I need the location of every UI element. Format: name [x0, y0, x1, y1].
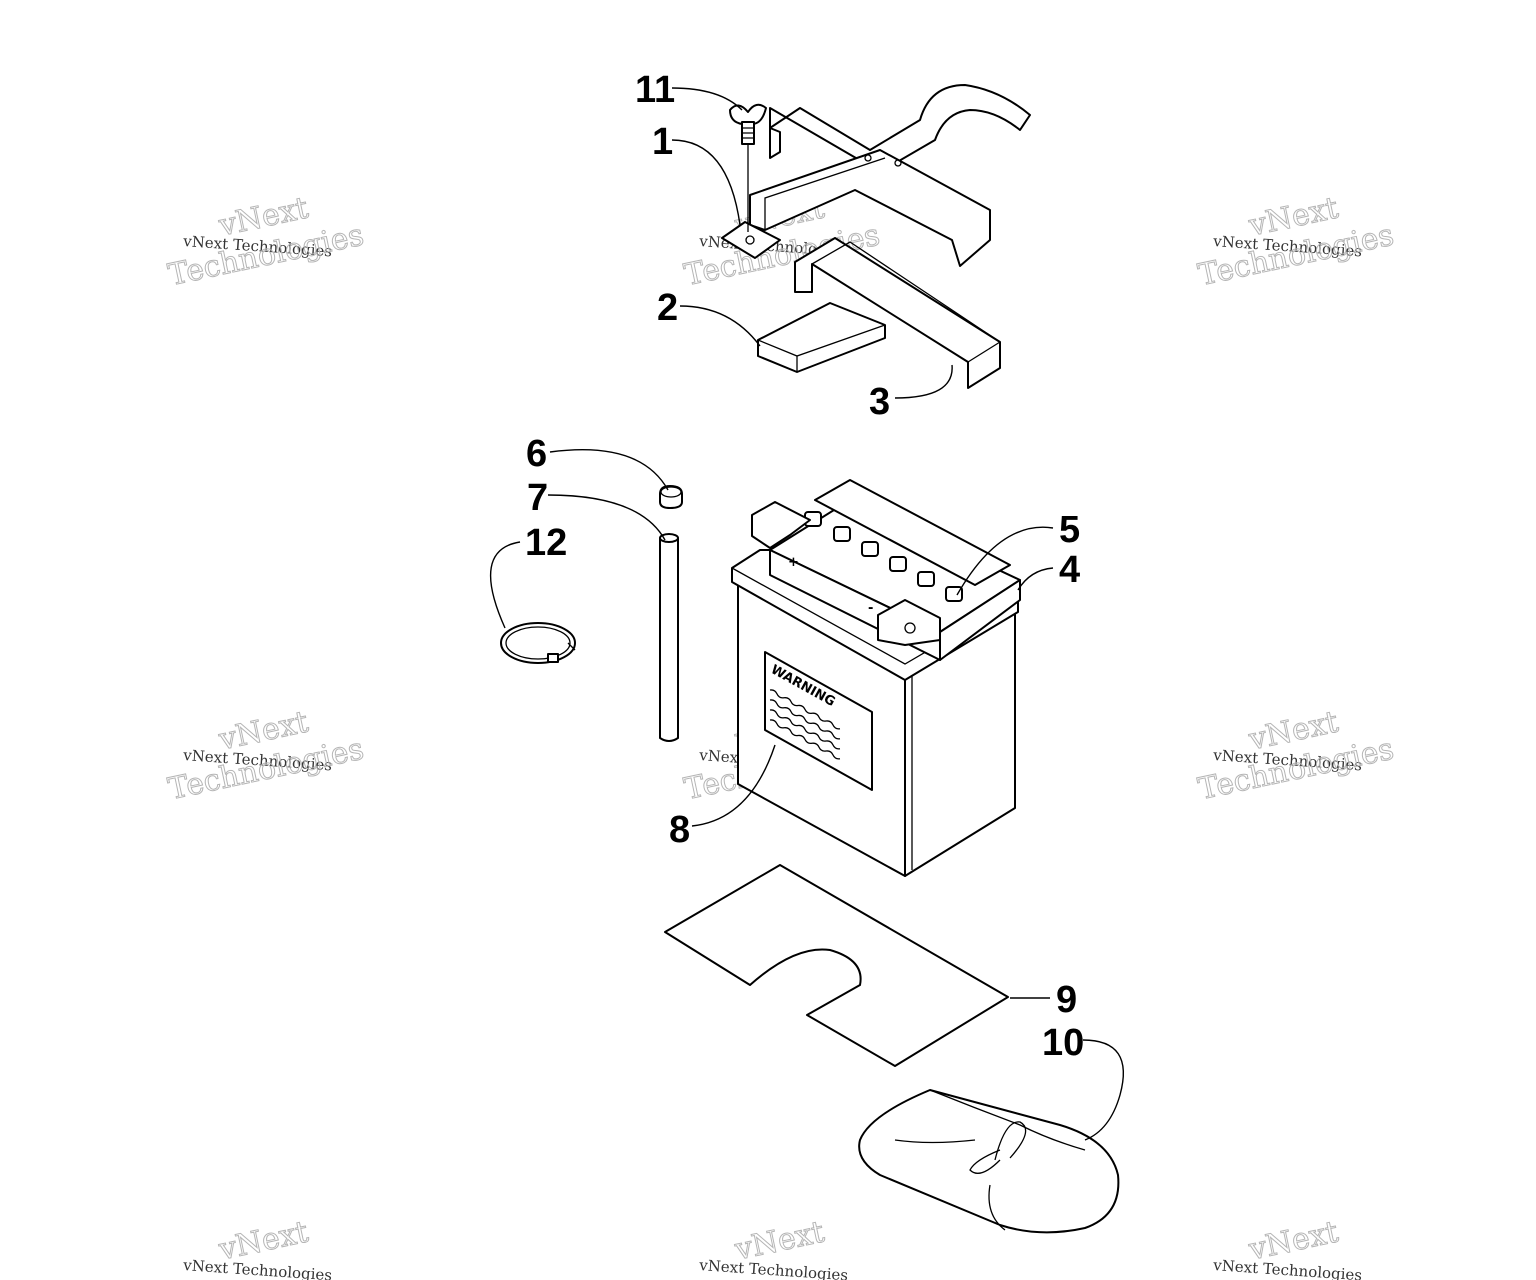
watermark: vNext vNext Technologies [698, 1214, 849, 1280]
callout-6: 6 [526, 433, 547, 475]
part-10-bag [858, 1089, 1120, 1234]
part-2-pad [757, 302, 886, 373]
watermark: vNext vNext Technologies [1212, 1214, 1363, 1280]
callout-8: 8 [669, 809, 690, 851]
watermark: vNext vNext Technologies Technologies [1195, 190, 1397, 294]
leader-2 [679, 305, 761, 347]
callout-3: 3 [869, 381, 890, 423]
part-3-lower-bracket [794, 237, 1001, 389]
watermark: vNext vNext Technologies [182, 1214, 333, 1280]
callouts: 11 1 2 3 6 7 12 5 4 8 9 10 [525, 69, 1084, 1064]
part-6-vent-cap [659, 485, 683, 509]
leader-3 [894, 364, 953, 399]
callout-4: 4 [1059, 549, 1080, 591]
callout-10: 10 [1042, 1022, 1084, 1064]
callout-7: 7 [527, 477, 548, 519]
callout-1: 1 [652, 121, 673, 163]
leader-11 [671, 87, 743, 111]
callout-9: 9 [1056, 979, 1077, 1021]
leader-1 [671, 139, 741, 226]
battery-minus-mark: - [868, 601, 873, 616]
part-1-hold-down-strap [721, 84, 1031, 267]
watermark: vNext vNext Technologies Technologies [165, 704, 367, 808]
leader-8 [691, 744, 776, 827]
callout-5: 5 [1059, 509, 1080, 551]
callout-11: 11 [635, 69, 675, 111]
part-12-cable-tie [500, 622, 576, 664]
callout-2: 2 [657, 287, 678, 329]
leader-12 [490, 541, 521, 629]
callout-12: 12 [525, 522, 567, 564]
leader-lines [490, 87, 1125, 1141]
part-8-warning-label: WARNING [764, 651, 873, 791]
leader-6 [549, 449, 669, 491]
leader-10 [1082, 1039, 1125, 1141]
watermark: vNext vNext Technologies Technologies [1195, 704, 1397, 808]
watermark: vNext vNext Technologies Technologies [165, 190, 367, 294]
leader-7 [547, 494, 666, 541]
battery-caps [804, 511, 963, 602]
battery-plus-mark: + [788, 555, 799, 570]
part-11-wing-bolt [729, 103, 767, 232]
part-9-battery-pad [664, 864, 1009, 1067]
part-7-vent-tube [659, 533, 679, 742]
leader-4 [1017, 567, 1054, 591]
part-4-battery: + - WARNING [731, 479, 1021, 877]
leader-5 [956, 526, 1054, 596]
